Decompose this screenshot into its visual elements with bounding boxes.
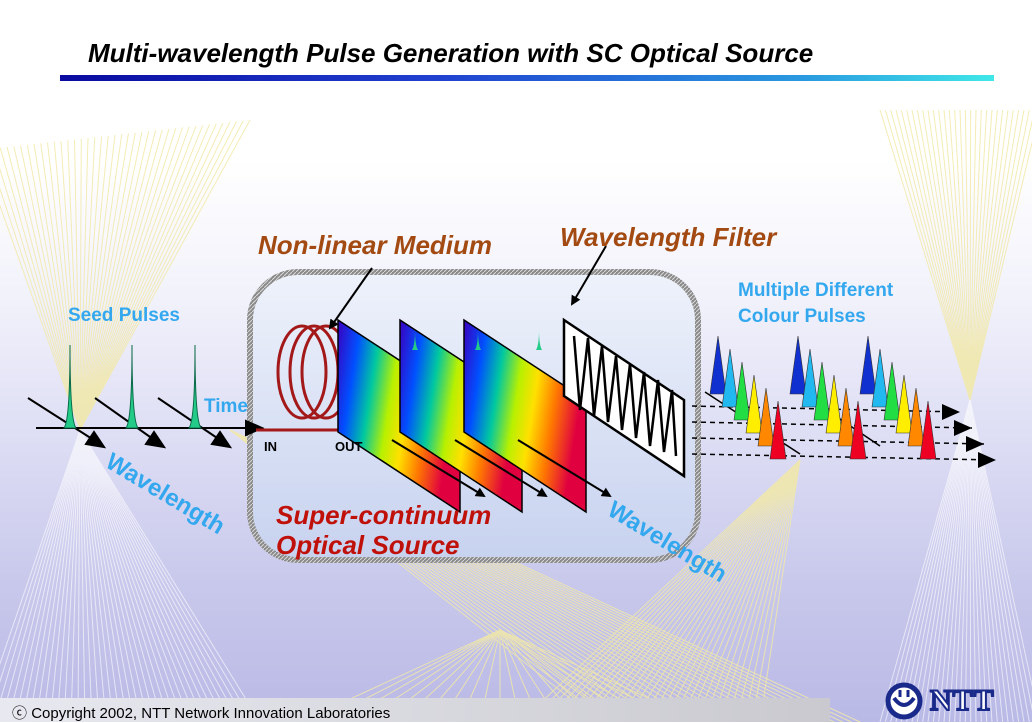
- in-label: IN: [264, 439, 277, 454]
- time-label: Time: [204, 396, 249, 417]
- seed-pulses-label: Seed Pulses: [68, 305, 180, 326]
- colour-pulse: [745, 374, 763, 434]
- colour-pulse: [883, 361, 901, 421]
- slide-title: Multi-wavelength Pulse Generation with S…: [88, 38, 814, 68]
- footer-copyright: ⓒ Copyright 2002, NTT Network Innovation…: [12, 702, 390, 723]
- title-underline: [60, 75, 994, 81]
- nonlinear-medium-label: Non-linear Medium: [258, 230, 493, 260]
- filter-pointer: [570, 245, 607, 306]
- spectrum-axes: [391, 439, 612, 498]
- spectrum-panels: [337, 318, 587, 514]
- footer-strip: [0, 698, 830, 722]
- colour-pulse: [733, 361, 751, 421]
- colour-pulse: [757, 387, 775, 447]
- copyright-symbol: ⓒ: [12, 705, 28, 722]
- colour-pulses: [709, 335, 937, 460]
- colour-pulse: [769, 400, 787, 460]
- copyright-text: Copyright 2002, NTT Network Innovation L…: [31, 705, 391, 722]
- out-label: OUT: [335, 439, 363, 454]
- ntt-logo-text: NTT: [929, 683, 995, 718]
- wavelength-filter: [562, 317, 686, 479]
- colour-pulse: [849, 400, 867, 460]
- output-guides: [691, 405, 995, 461]
- colour-pulse: [859, 335, 877, 395]
- colour-pulse: [895, 374, 913, 434]
- wavelength-label-left: Wavelength: [101, 448, 230, 540]
- output-label-line2: Colour Pulses: [738, 306, 866, 327]
- colour-pulse: [907, 387, 925, 447]
- seed-pulses: [63, 344, 202, 429]
- sc-source-label-line2: Optical Source: [276, 530, 460, 560]
- output-arrowheads: [942, 404, 996, 468]
- colour-pulse: [837, 387, 855, 447]
- output-label-line1: Multiple Different: [738, 280, 894, 301]
- colour-pulse: [721, 348, 739, 408]
- colour-pulse: [813, 361, 831, 421]
- colour-pulse: [789, 335, 807, 395]
- nonlinear-pointer: [328, 267, 373, 330]
- wavelength-filter-label: Wavelength Filter: [560, 222, 777, 252]
- sc-source-label-line1: Super-continuum: [276, 500, 492, 530]
- colour-pulse: [871, 348, 889, 408]
- colour-pulse: [919, 400, 937, 460]
- colour-pulse: [801, 348, 819, 408]
- colour-pulse: [825, 374, 843, 434]
- ntt-logo-icon: [885, 682, 923, 720]
- colour-pulse: [709, 335, 727, 395]
